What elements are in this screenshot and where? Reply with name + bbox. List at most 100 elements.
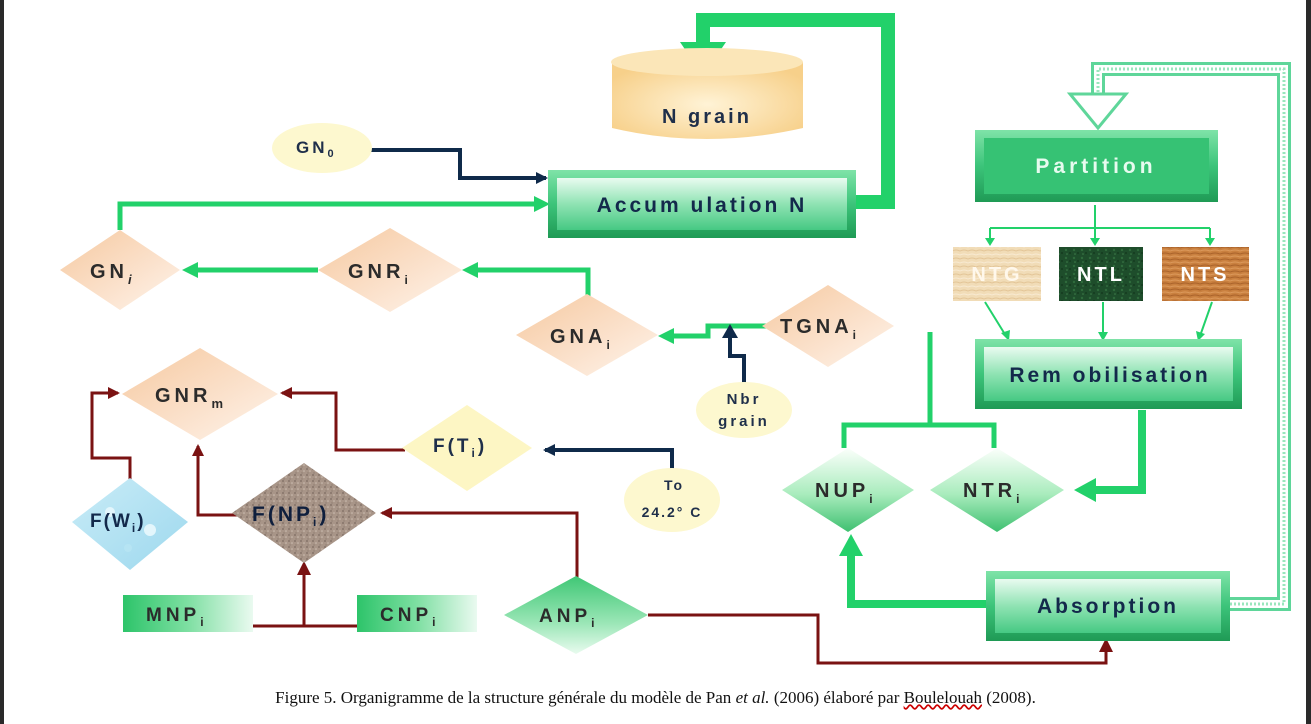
anpi-diamond: ANPi — [504, 576, 648, 654]
fwi-sub: i — [132, 521, 137, 535]
window-edge — [0, 0, 4, 724]
svg-text:GNRm: GNRm — [155, 385, 227, 411]
gnai-label: GNA — [550, 326, 606, 348]
fti-diamond: F(Ti) — [402, 405, 532, 491]
gnrm-label: GNR — [155, 385, 211, 407]
partition-label: Partition — [1035, 155, 1156, 178]
nts-label: NTS — [1181, 264, 1230, 286]
accumulation-label: Accum ulation N — [597, 194, 808, 217]
arrow-absorption-to-partition-hatch — [1096, 67, 1286, 606]
fnpi-diamond: F(NPi) — [232, 463, 376, 563]
arrow-partition-split — [989, 205, 1211, 240]
svg-text:F(Ti): F(Ti) — [433, 436, 487, 460]
gn0-sub: 0 — [328, 148, 337, 160]
ngrain-cylinder: N grain — [611, 48, 803, 139]
arrowhead-partition — [1066, 92, 1130, 131]
arrow-gnai-to-gnri — [476, 267, 591, 300]
svg-text:MNPi: MNPi — [146, 605, 208, 629]
fti-label: F(T — [433, 436, 472, 457]
svg-text:NTRi: NTRi — [963, 480, 1023, 506]
arrow-nbrgrain-up — [728, 334, 746, 390]
svg-text:NUPi: NUPi — [815, 480, 877, 506]
arrow-fti-to-gnrm — [280, 387, 405, 452]
anpi-label: ANP — [539, 606, 591, 627]
window-edge-right — [1306, 0, 1311, 724]
ntri-diamond: NTRi — [930, 448, 1064, 532]
anpi-sub: i — [591, 616, 598, 630]
arrow-tgnai-to-gnai — [672, 323, 770, 339]
to-line1: To — [664, 477, 684, 493]
mnpi-sub: i — [200, 615, 207, 629]
caption-middle: (2006) élaboré par — [769, 688, 904, 707]
arrow-anpi-to-fnpi — [380, 507, 579, 578]
gn0-ellipse: GN0 — [272, 123, 372, 173]
ntg-box: NTG — [953, 247, 1041, 301]
arrow-fwi-to-gnrm — [90, 387, 132, 480]
arrow-anpi-to-absorption — [648, 613, 1108, 665]
arrow-gni-to-accumulation — [117, 201, 540, 230]
ntl-label: NTL — [1077, 264, 1125, 286]
gnrm-sub: m — [211, 396, 227, 411]
svg-text:ANPi: ANPi — [539, 606, 598, 630]
ntri-sub: i — [1016, 492, 1023, 506]
nts-box: NTS — [1162, 247, 1249, 301]
tgnai-label: TGNA — [780, 316, 853, 338]
gnai-sub: i — [606, 338, 613, 352]
arrow-accumulation-to-ngrain — [696, 13, 895, 209]
partition-box: Partition — [975, 130, 1218, 202]
absorption-label: Absorption — [1037, 595, 1179, 618]
nupi-label: NUP — [815, 480, 869, 502]
fwi-label: F(W — [90, 511, 132, 532]
remobilisation-label: Rem obilisation — [1009, 364, 1210, 387]
gnrm-diamond: GNRm — [122, 348, 278, 440]
arrow-gn0-to-accumulation — [370, 148, 548, 184]
nbrgrain-line2: grain — [718, 413, 770, 430]
fnpi-end: ) — [319, 503, 329, 526]
tgnai-sub: i — [853, 328, 860, 342]
caption-etal: et al. — [735, 688, 770, 707]
mnpi-label: MNP — [146, 605, 200, 626]
svg-text:CNPi: CNPi — [380, 605, 439, 629]
to-line2: 24.2° C — [642, 504, 703, 520]
arrow-absorption-to-nupi — [847, 550, 988, 608]
arrow-fnpi-to-gnrm — [192, 444, 240, 517]
mnpi-box: MNPi — [123, 595, 253, 632]
svg-text:F(Wi): F(Wi) — [90, 511, 146, 535]
cnpi-sub: i — [432, 615, 439, 629]
caption-prefix: Figure 5. Organigramme de la structure g… — [275, 688, 736, 707]
arrow-tissues-to-remobilisation — [984, 301, 1213, 337]
fti-sub: i — [472, 446, 478, 460]
svg-text:GNAi: GNAi — [550, 326, 614, 352]
fwi-diamond: F(Wi) — [72, 478, 188, 570]
arrow-remobilisation-to-ntri — [1092, 410, 1146, 494]
connector-nup-ntr — [841, 332, 997, 448]
ntg-label: NTG — [971, 264, 1022, 286]
tgnai-diamond: TGNAi — [762, 285, 894, 367]
absorption-box: Absorption — [986, 571, 1230, 641]
gnri-sub: i — [404, 273, 411, 287]
ngrain-label: N grain — [662, 106, 752, 128]
svg-text:GN0: GN0 — [296, 138, 337, 160]
gni-sub: i — [128, 272, 136, 287]
nupi-sub: i — [869, 492, 876, 506]
cnpi-label: CNP — [380, 605, 432, 626]
figure-caption: Figure 5. Organigramme de la structure g… — [0, 688, 1311, 714]
to-ellipse: To 24.2° C — [624, 468, 720, 532]
svg-text:GNi: GNi — [90, 261, 136, 287]
cnpi-box: CNPi — [357, 595, 477, 632]
caption-author: Boulelouah — [903, 688, 983, 707]
gnri-label: GNR — [348, 261, 404, 283]
svg-text:F(NPi): F(NPi) — [252, 503, 329, 529]
svg-text:GNRi: GNRi — [348, 261, 412, 287]
nbrgrain-ellipse: Nbr grain — [696, 382, 792, 438]
gnai-diamond: GNAi — [516, 294, 658, 376]
remobilisation-box: Rem obilisation — [975, 339, 1242, 409]
svg-text:TGNAi: TGNAi — [780, 316, 860, 342]
fwi-end: ) — [137, 511, 145, 532]
gni-diamond: GNi — [60, 230, 180, 310]
gni-label: GN — [90, 261, 128, 283]
nbrgrain-line1: Nbr — [727, 391, 762, 408]
ntl-box: NTL — [1059, 247, 1143, 301]
gn0-label: GN — [296, 138, 328, 157]
